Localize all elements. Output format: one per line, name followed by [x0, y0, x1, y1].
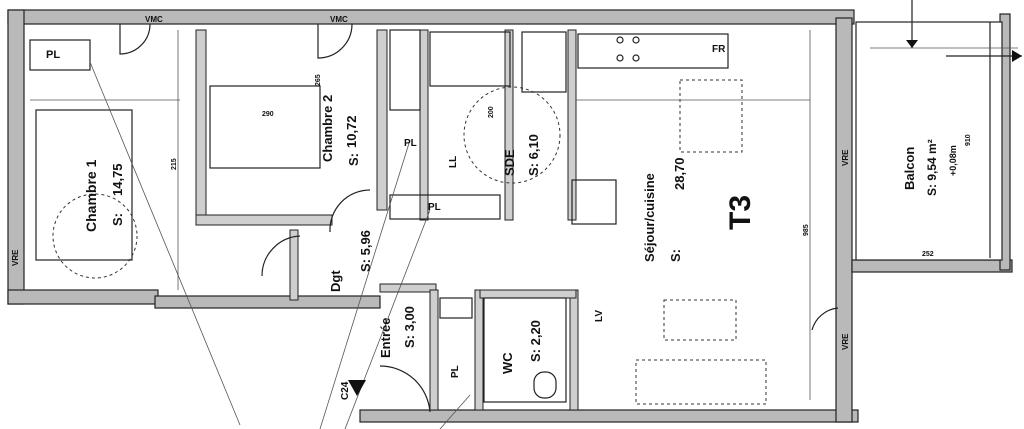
- room-labels: PL Chambre 1 14,75 S: Chambre 2 10,72 S:…: [11, 15, 972, 400]
- dim-910: 910: [965, 134, 972, 146]
- label-sejour-area: 28,70: [672, 157, 687, 190]
- dim-200: 200: [488, 106, 495, 118]
- label-balcon-area: S: 9,54 m²: [925, 139, 939, 196]
- label-entree: Entrée: [378, 318, 393, 358]
- exterior-walls: [7, 9, 1013, 423]
- doors: [119, 23, 839, 413]
- furniture: [29, 29, 767, 405]
- label-pl-chambre1: PL: [46, 49, 60, 61]
- label-lv: LV: [594, 310, 605, 322]
- label-chambre2-prefix: S:: [346, 153, 361, 166]
- label-chambre1-area: 14,75: [110, 163, 125, 196]
- label-vmc-2: VMC: [330, 15, 348, 24]
- label-pl-sde: PL: [404, 138, 417, 149]
- symbols: [348, 36, 1022, 399]
- label-t3: T3: [724, 195, 757, 230]
- label-vre-3: VRE: [841, 333, 850, 350]
- label-c24: C24: [340, 381, 351, 400]
- dim-265: 265: [315, 74, 322, 86]
- dimension-lines: [30, 30, 811, 400]
- label-vre-1: VRE: [11, 249, 20, 266]
- label-pl-entree: PL: [450, 365, 461, 378]
- dim-290: 290: [262, 111, 274, 118]
- dim-252: 252: [922, 251, 934, 258]
- label-chambre2-area: 10,72: [344, 115, 359, 148]
- label-ll: LL: [448, 156, 459, 168]
- label-balcon-note: +0,08m: [948, 145, 958, 176]
- balcony: [855, 21, 1018, 261]
- label-wc: WC: [500, 352, 515, 374]
- label-pl-dgt: PL: [428, 202, 441, 213]
- label-dgt-area: S: 5,96: [358, 230, 373, 272]
- label-sde-area: S: 6,10: [526, 134, 541, 176]
- dim-985: 985: [803, 224, 810, 236]
- label-dgt: Dgt: [328, 270, 343, 292]
- leader-lines: [89, 0, 1022, 429]
- label-sejour: Séjour/cuisine: [642, 173, 657, 262]
- label-entree-area: S: 3,00: [402, 306, 417, 348]
- label-vmc-1: VMC: [145, 15, 163, 24]
- label-chambre2-name: Chambre 2: [320, 95, 335, 162]
- label-chambre1-name: Chambre 1: [83, 159, 99, 232]
- label-chambre1-prefix: S:: [110, 213, 125, 226]
- label-sde: SDE: [502, 149, 517, 176]
- label-balcon: Balcon: [902, 147, 917, 190]
- label-sejour-prefix: S:: [668, 249, 683, 262]
- interior-walls: [195, 29, 579, 411]
- label-vre-2: VRE: [841, 149, 850, 166]
- dim-215: 215: [171, 158, 178, 170]
- label-wc-area: S: 2,20: [528, 320, 543, 362]
- label-fr: FR: [712, 44, 726, 55]
